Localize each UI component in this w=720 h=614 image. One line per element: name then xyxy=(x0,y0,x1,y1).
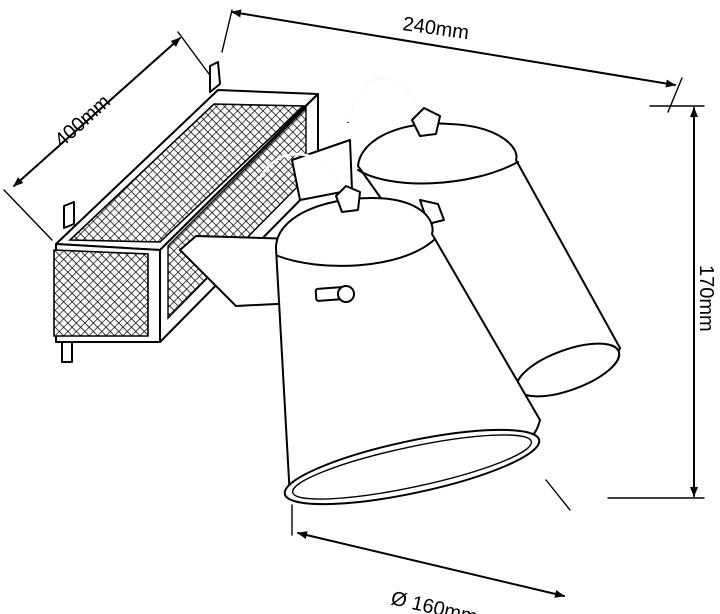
height-dimension: 170mm xyxy=(607,105,717,499)
depth-label: 400mm xyxy=(51,91,115,152)
diameter-label: Ø 160mm xyxy=(389,587,480,614)
mounting-rail xyxy=(53,61,319,363)
front-spotlight xyxy=(179,152,541,506)
height-label: 170mm xyxy=(695,265,717,332)
width-label: 240mm xyxy=(401,13,470,44)
